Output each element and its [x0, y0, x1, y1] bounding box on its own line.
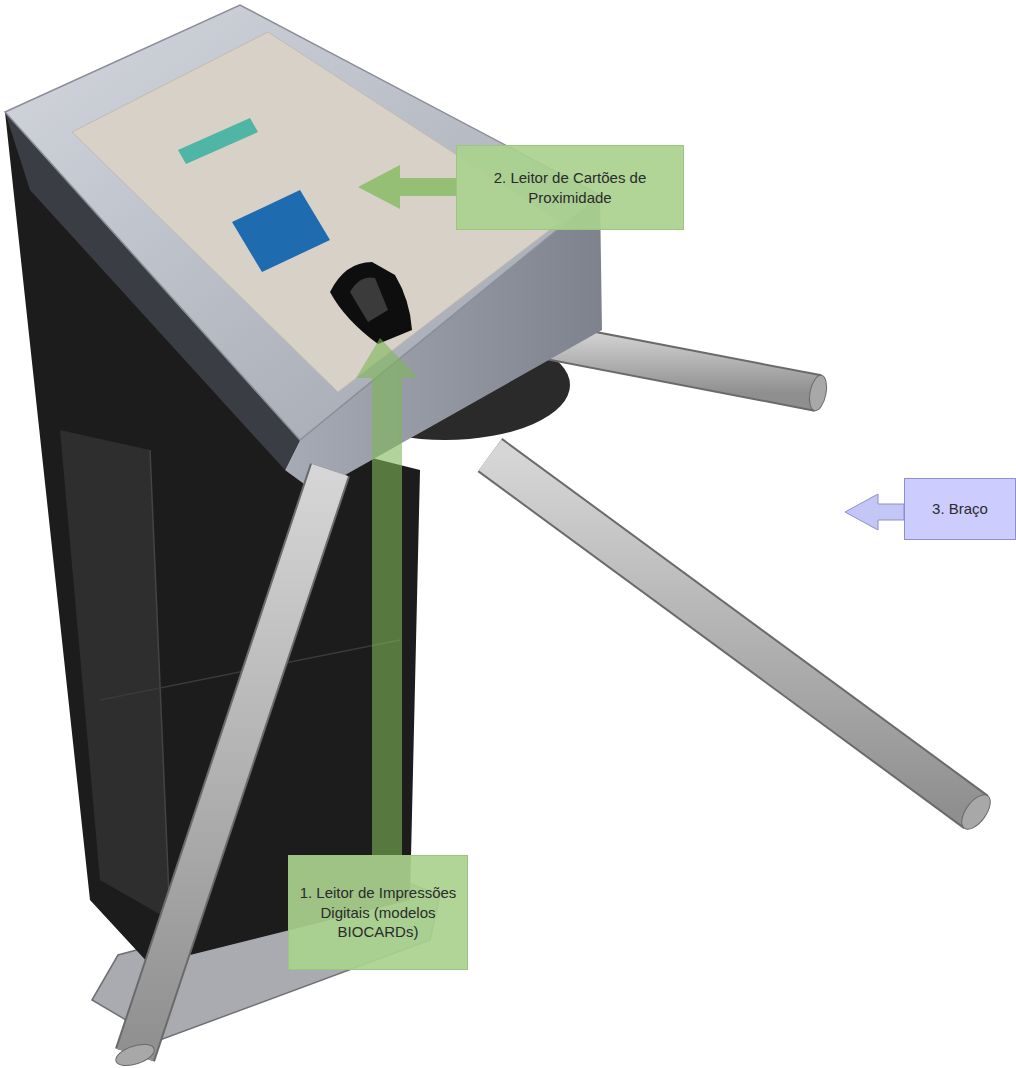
column-side: [60, 430, 170, 920]
status-light: [178, 118, 258, 164]
callout-text: 1. Leitor de Impressões Digitais (modelo…: [297, 883, 459, 942]
arm-left: [113, 470, 330, 1068]
callout-text: 3. Braço: [932, 499, 988, 519]
callout-box: 1. Leitor de Impressões Digitais (modelo…: [288, 855, 468, 970]
callout-text: 2. Leitor de Cartões de Proximidade: [465, 168, 675, 207]
card-reader: [232, 190, 330, 272]
callout-arrow: [845, 494, 904, 530]
callout-arrow: [358, 165, 456, 209]
callout-box: 2. Leitor de Cartões de Proximidade: [456, 145, 684, 230]
callout-box: 3. Braço: [904, 478, 1016, 540]
callout-arrow: [356, 338, 418, 855]
fingerprint-reader: [330, 262, 412, 344]
